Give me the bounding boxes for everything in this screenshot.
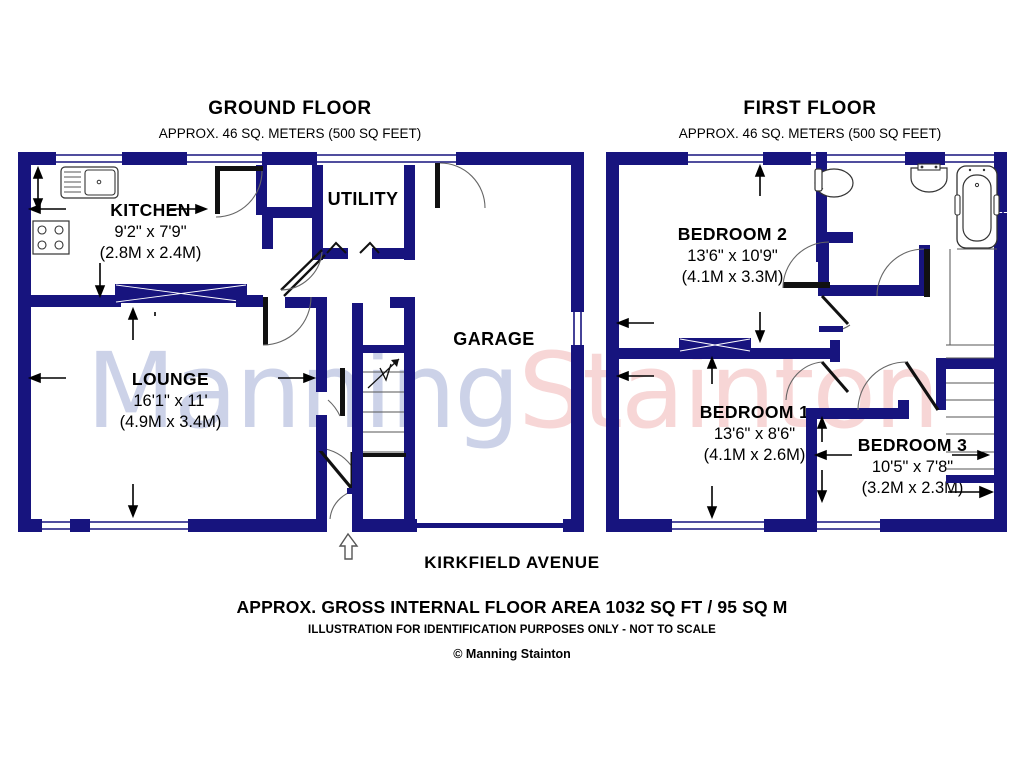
bedroom3-dim-metric: (3.2M x 2.3M) (861, 479, 964, 498)
toilet-icon (814, 168, 854, 198)
bedroom3-dim-imperial: 10'5" x 7'8" (871, 457, 954, 476)
bedroom2-name: BEDROOM 2 (677, 224, 788, 244)
room-label-bedroom1: BEDROOM 1 13'6" x 8'6" (4.1M x 2.6M) (652, 401, 857, 467)
bedroom1-name: BEDROOM 1 (699, 402, 810, 422)
lounge-dim-imperial: 16'1" x 11' (133, 391, 208, 410)
ground-floor-subtitle: APPROX. 46 SQ. METERS (500 SQ FEET) (158, 126, 422, 141)
lounge-name: LOUNGE (131, 369, 210, 389)
garage-name: GARAGE (453, 329, 535, 349)
wash-basin-icon (910, 163, 948, 193)
bedroom1-dim-metric: (4.1M x 2.6M) (703, 446, 806, 465)
room-label-kitchen: KITCHEN 9'2" x 7'9" (2.8M x 2.4M) (48, 199, 253, 265)
lounge-dim-metric: (4.9M x 3.4M) (119, 413, 222, 432)
sink-icon (60, 166, 119, 199)
bedroom2-dim-metric: (4.1M x 3.3M) (681, 268, 784, 287)
gross-area-line: APPROX. GROSS INTERNAL FLOOR AREA 1032 S… (236, 597, 788, 617)
bathtub-icon (949, 165, 1000, 345)
room-label-garage: GARAGE (434, 328, 554, 351)
first-floor-title: FIRST FLOOR (743, 98, 877, 119)
utility-name: UTILITY (327, 189, 399, 209)
room-label-bedroom2: BEDROOM 2 13'6" x 10'9" (4.1M x 3.3M) (630, 223, 835, 289)
room-label-bedroom3: BEDROOM 3 10'5" x 7'8" (3.2M x 2.3M) (820, 434, 1005, 500)
first-floor-subtitle: APPROX. 46 SQ. METERS (500 SQ FEET) (678, 126, 942, 141)
bedroom3-name: BEDROOM 3 (857, 435, 968, 455)
copyright-line: © Manning Stainton (453, 647, 571, 661)
kitchen-dim-metric: (2.8M x 2.4M) (99, 244, 202, 263)
kitchen-dim-imperial: 9'2" x 7'9" (114, 222, 187, 241)
room-label-lounge: LOUNGE 16'1" x 11' (4.9M x 3.4M) (68, 368, 273, 434)
kitchen-name: KITCHEN (110, 200, 191, 220)
street-name: KIRKFIELD AVENUE (424, 553, 600, 572)
room-label-utility: UTILITY (298, 188, 428, 211)
ground-floor-title: GROUND FLOOR (208, 98, 372, 119)
illustration-note: ILLUSTRATION FOR IDENTIFICATION PURPOSES… (308, 624, 716, 636)
bedroom2-dim-imperial: 13'6" x 10'9" (687, 246, 778, 265)
bedroom1-dim-imperial: 13'6" x 8'6" (713, 424, 796, 443)
